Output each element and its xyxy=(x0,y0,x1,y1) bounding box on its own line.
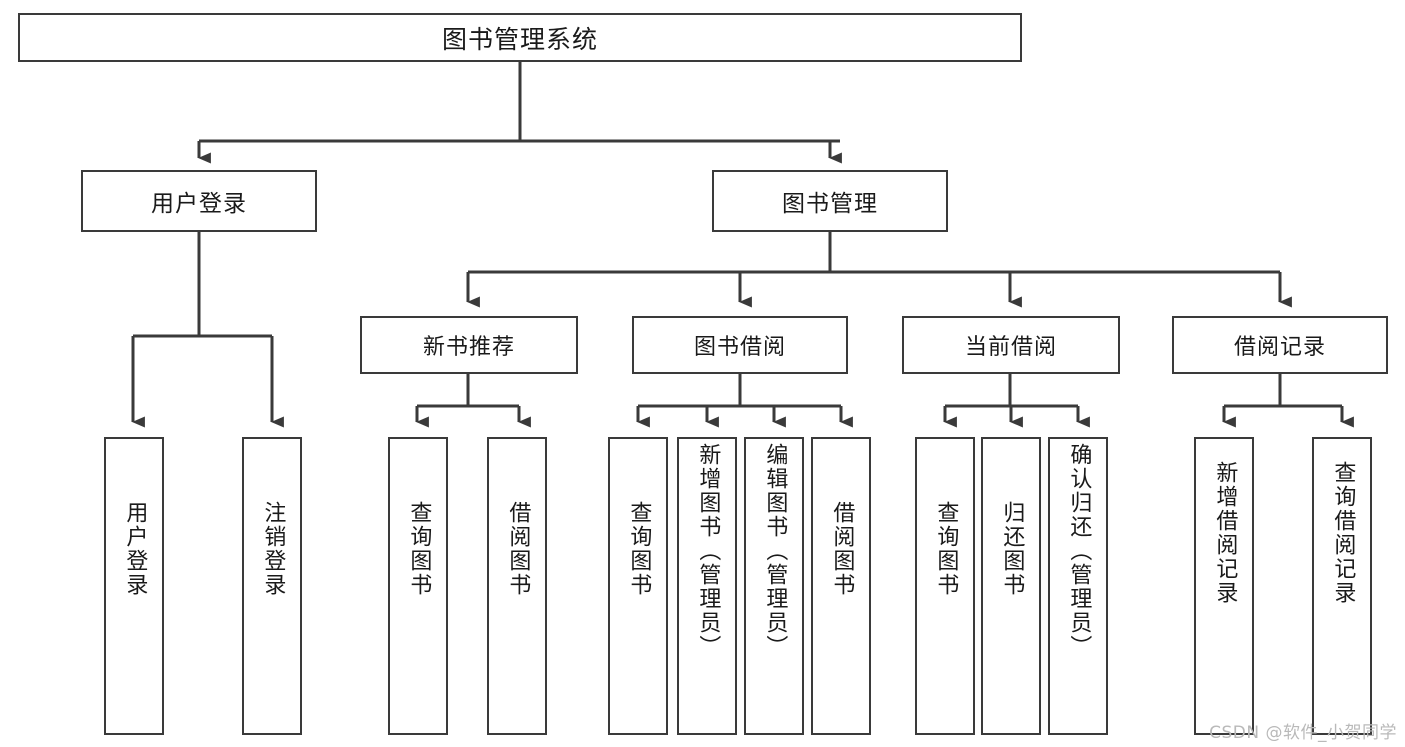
leaf-query-borrow-record-label: 查询借阅记录 xyxy=(1330,461,1356,605)
node-borrow-record-label: 借阅记录 xyxy=(1233,335,1326,360)
leaf-new-book-borrow-label: 借阅图书 xyxy=(505,501,531,597)
node-borrow-record[interactable]: 借阅记录 xyxy=(1172,316,1388,374)
leaf-add-borrow-record[interactable]: 新增借阅记录 xyxy=(1194,437,1254,735)
node-book-management-label: 图书管理 xyxy=(782,191,878,217)
leaf-query-borrow-record[interactable]: 查询借阅记录 xyxy=(1312,437,1372,735)
leaf-edit-book-admin-label: 编辑图书（管理员） xyxy=(762,443,788,659)
leaf-add-book-admin[interactable]: 新增图书（管理员） xyxy=(677,437,737,735)
leaf-user-login-label: 用户登录 xyxy=(122,501,148,597)
node-book-management[interactable]: 图书管理 xyxy=(712,170,948,232)
leaf-borrow-query-book-label: 查询图书 xyxy=(626,501,652,597)
leaf-new-book-query-label: 查询图书 xyxy=(406,501,432,597)
leaf-return-book-label: 归还图书 xyxy=(999,501,1025,597)
node-user-login[interactable]: 用户登录 xyxy=(81,170,317,232)
node-root-label: 图书管理系统 xyxy=(441,24,598,54)
leaf-borrow-query-book[interactable]: 查询图书 xyxy=(608,437,668,735)
leaf-borrow-book[interactable]: 借阅图书 xyxy=(811,437,871,735)
node-book-borrow-label: 图书借阅 xyxy=(693,335,786,360)
leaf-current-query-book[interactable]: 查询图书 xyxy=(915,437,975,735)
leaf-edit-book-admin[interactable]: 编辑图书（管理员） xyxy=(744,437,804,735)
node-new-book-recommend[interactable]: 新书推荐 xyxy=(360,316,578,374)
leaf-new-book-query[interactable]: 查询图书 xyxy=(388,437,448,735)
leaf-current-query-book-label: 查询图书 xyxy=(933,501,959,597)
node-root[interactable]: 图书管理系统 xyxy=(18,13,1022,62)
leaf-borrow-book-label: 借阅图书 xyxy=(829,501,855,597)
node-current-borrow-label: 当前借阅 xyxy=(964,335,1057,360)
node-current-borrow[interactable]: 当前借阅 xyxy=(902,316,1120,374)
leaf-add-borrow-record-label: 新增借阅记录 xyxy=(1212,461,1238,605)
node-book-borrow[interactable]: 图书借阅 xyxy=(632,316,848,374)
leaf-logout[interactable]: 注销登录 xyxy=(242,437,302,735)
leaf-confirm-return-admin[interactable]: 确认归还（管理员） xyxy=(1048,437,1108,735)
leaf-new-book-borrow[interactable]: 借阅图书 xyxy=(487,437,547,735)
node-user-login-label: 用户登录 xyxy=(151,191,247,217)
leaf-confirm-return-admin-label: 确认归还（管理员） xyxy=(1066,443,1092,659)
leaf-logout-label: 注销登录 xyxy=(260,501,286,597)
leaf-return-book[interactable]: 归还图书 xyxy=(981,437,1041,735)
node-new-book-recommend-label: 新书推荐 xyxy=(422,335,515,360)
leaf-user-login[interactable]: 用户登录 xyxy=(104,437,164,735)
watermark: CSDN @软件_小贺同学 xyxy=(1209,723,1397,743)
leaf-add-book-admin-label: 新增图书（管理员） xyxy=(695,443,721,659)
